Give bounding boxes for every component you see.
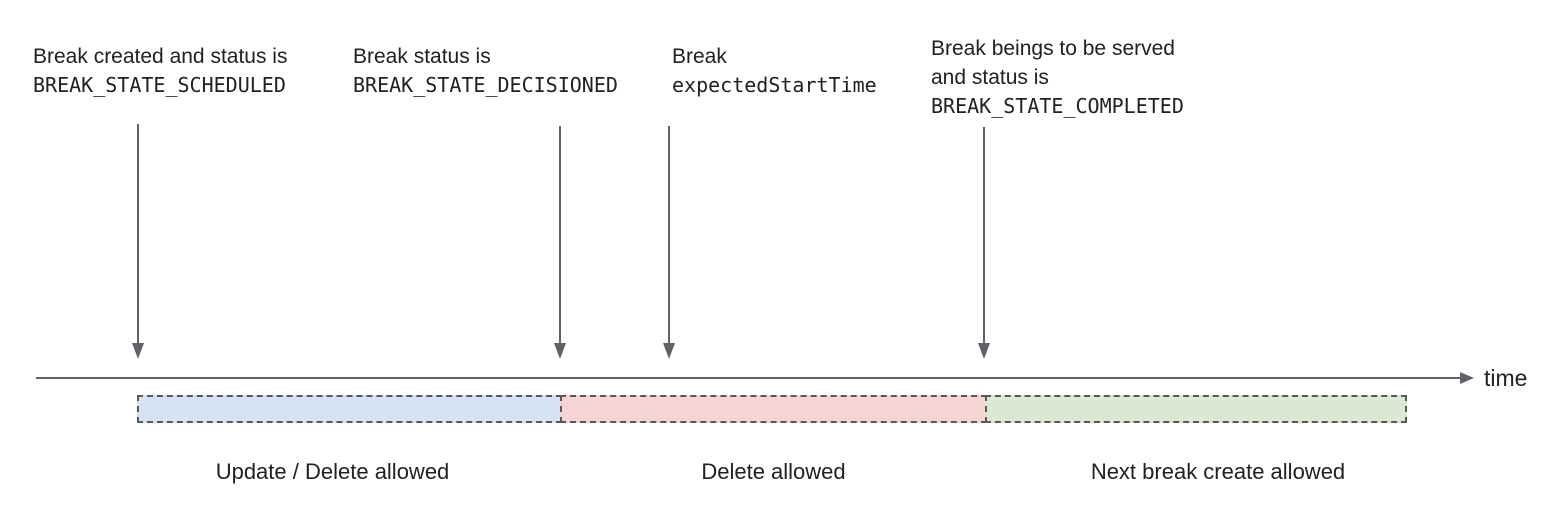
annotation-text: and status is <box>931 66 1049 89</box>
annotation-text: Break created and status is <box>33 45 288 68</box>
down-arrow-break-completed <box>983 127 985 344</box>
timeline-axis <box>36 377 1460 379</box>
annotation-break-decisioned: Break status is BREAK_STATE_DECISIONED <box>353 42 618 100</box>
segment-next-break-create-allowed <box>985 395 1407 423</box>
annotation-code-expected-start-time: expectedStartTime <box>672 73 877 97</box>
timeline-segments-bar <box>137 395 1407 423</box>
annotation-code-break-state-completed: BREAK_STATE_COMPLETED <box>931 94 1184 118</box>
annotation-text: Break <box>672 45 727 68</box>
segment-delete-allowed <box>560 395 987 423</box>
down-arrow-break-scheduled <box>137 124 139 344</box>
annotation-text: Break beings to be served <box>931 37 1175 60</box>
segment-update-delete-allowed <box>137 395 562 423</box>
segment-label-next-break-create-allowed: Next break create allowed <box>1090 459 1346 484</box>
down-arrow-expected-start-time <box>668 126 670 344</box>
annotation-break-completed: Break beings to be served and status is … <box>931 34 1184 121</box>
down-arrow-break-decisioned <box>559 126 561 344</box>
segment-label-update-delete-allowed: Update / Delete allowed <box>215 459 450 484</box>
annotation-text: Break status is <box>353 45 491 68</box>
segment-label-delete-allowed: Delete allowed <box>701 459 846 484</box>
annotation-code-break-state-scheduled: BREAK_STATE_SCHEDULED <box>33 73 286 97</box>
annotation-expected-start-time: Break expectedStartTime <box>672 42 877 100</box>
time-axis-label: time <box>1484 365 1528 391</box>
annotation-break-scheduled: Break created and status is BREAK_STATE_… <box>33 42 287 100</box>
annotation-code-break-state-decisioned: BREAK_STATE_DECISIONED <box>353 73 618 97</box>
